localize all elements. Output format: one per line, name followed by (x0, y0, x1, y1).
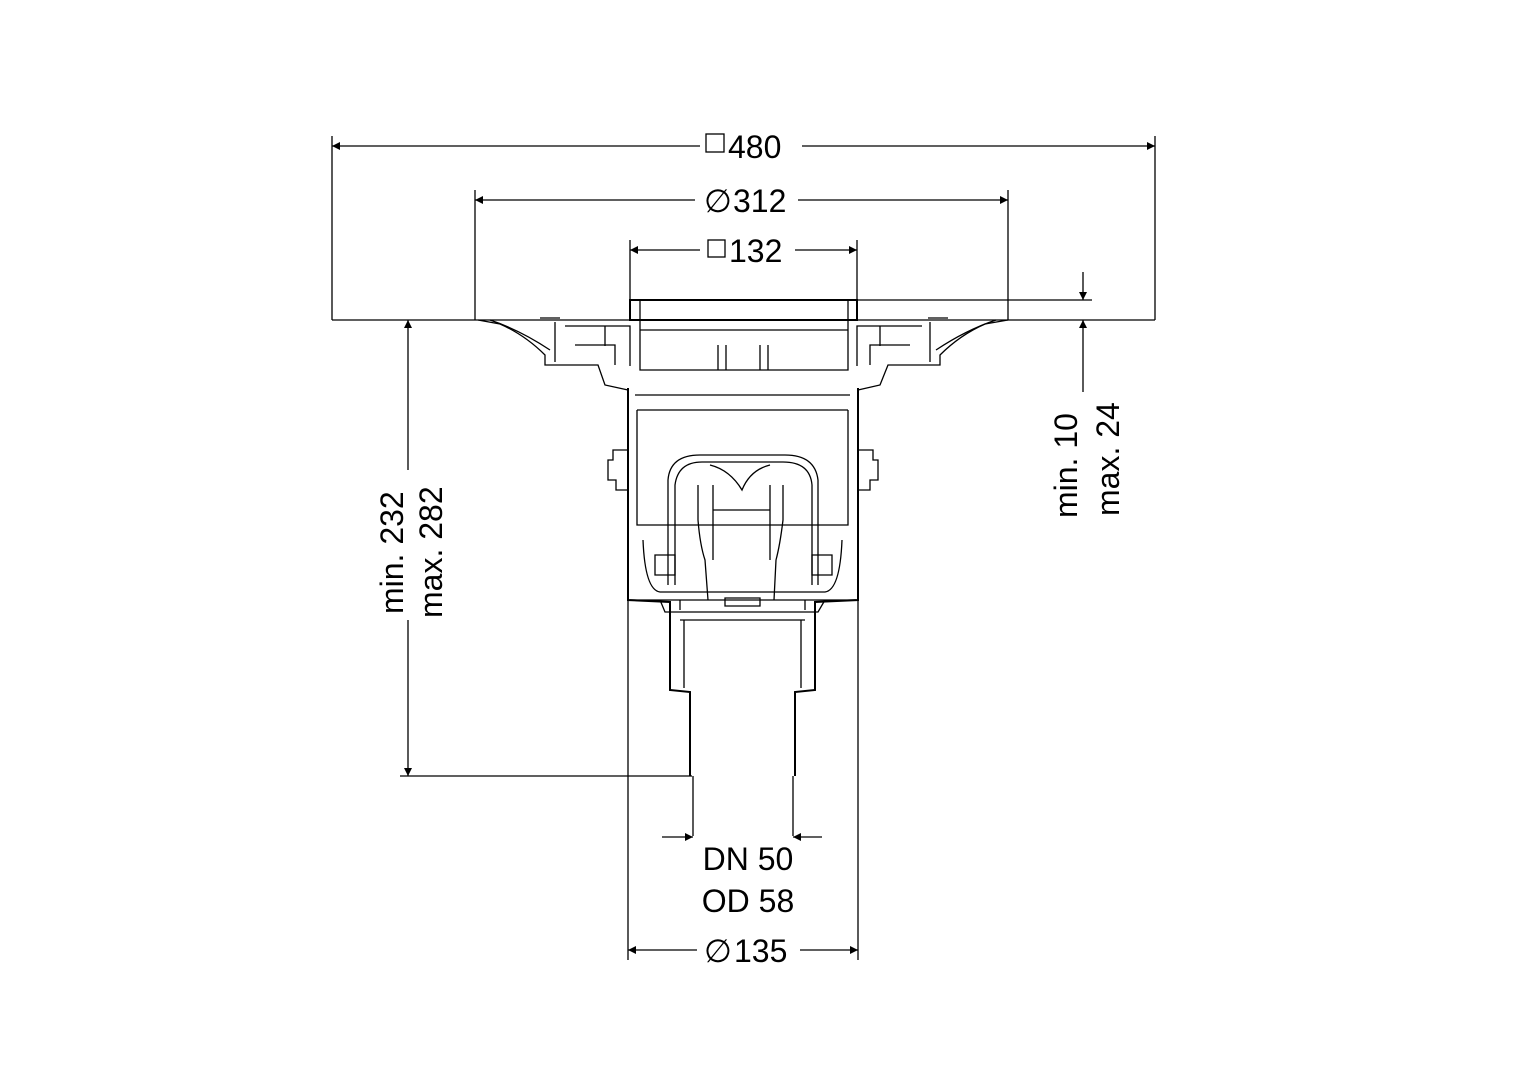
dimension-outlet: DN 50 OD 58 (662, 833, 822, 919)
dimension-312-label: 312 (733, 183, 786, 219)
height-min-label: min. 232 (374, 491, 410, 614)
dimension-grate-adjust: min. 10 max. 24 (1048, 272, 1126, 518)
dimension-132-label: 132 (729, 233, 782, 269)
grate-adjust-max-label: max. 24 (1090, 402, 1126, 516)
dimension-480: 480 (331, 129, 1156, 320)
dimension-312: ∅ 312 (474, 183, 1009, 320)
dimension-height: min. 232 max. 282 (374, 320, 692, 777)
drain-body (477, 299, 1009, 836)
grate (629, 299, 858, 321)
diameter-symbol-icon: ∅ (704, 183, 732, 219)
grate-adjust-min-label: min. 10 (1048, 413, 1084, 518)
dimension-480-label: 480 (728, 129, 781, 165)
dimension-135: ∅ 135 (627, 600, 859, 969)
square-symbol-icon (707, 239, 726, 258)
outlet-od-label: OD 58 (702, 883, 794, 919)
dimension-132: 132 (629, 233, 858, 300)
outlet-dn-label: DN 50 (703, 841, 794, 877)
square-symbol-icon (705, 133, 725, 153)
dimension-135-label: 135 (734, 933, 787, 969)
height-max-label: max. 282 (413, 486, 449, 618)
diameter-symbol-icon: ∅ (704, 933, 732, 969)
